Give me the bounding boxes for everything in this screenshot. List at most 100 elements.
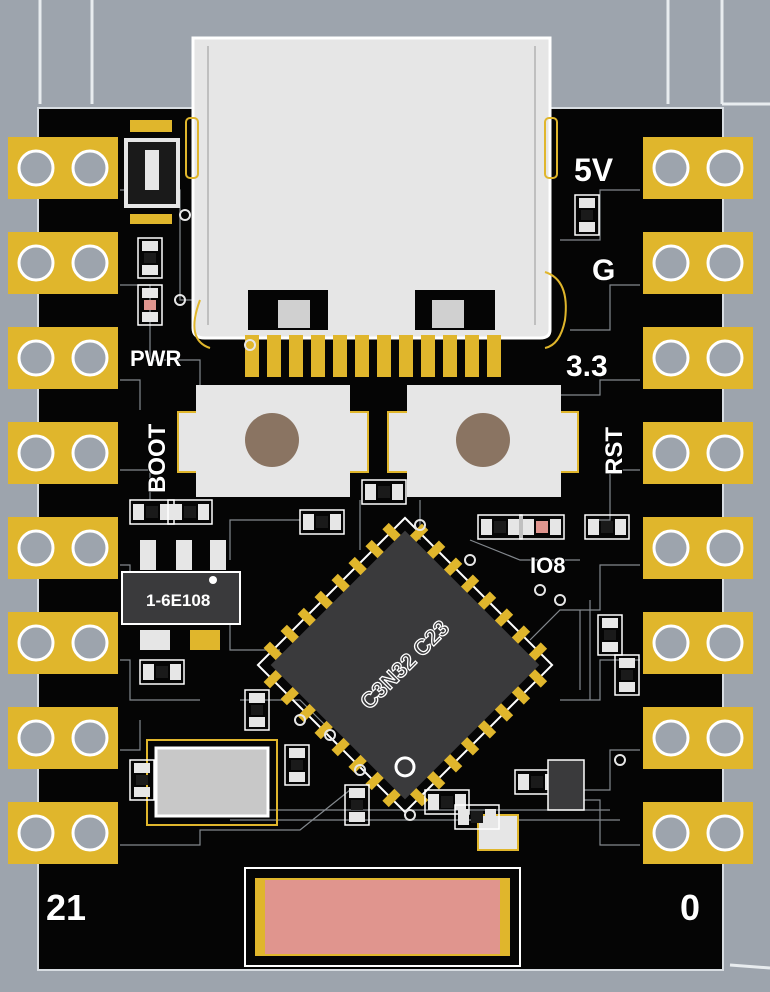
left-pin-pad[interactable] (8, 517, 118, 579)
mcu-pad (494, 702, 514, 722)
via (414, 519, 426, 531)
usb-pin (421, 335, 435, 377)
mcu-pad (382, 522, 402, 542)
smd-passive (137, 284, 163, 326)
smd-passive (129, 759, 155, 801)
mcu-pad (348, 754, 368, 774)
left-pin-pad[interactable] (8, 802, 118, 864)
transistor-icon (547, 759, 585, 811)
regulator-marking: 1-6E108 (146, 591, 210, 610)
left-pin-header (8, 137, 118, 864)
mcu-pad (477, 591, 497, 611)
smd-passive (167, 499, 213, 525)
smd-passive (597, 614, 623, 656)
schottky-diode-icon (124, 120, 180, 224)
right-pin-pad[interactable] (643, 327, 753, 389)
mcu-pad (348, 556, 368, 576)
usb-pin (399, 335, 413, 377)
usb-pin (465, 335, 479, 377)
via (554, 594, 566, 606)
usb-pin (377, 335, 391, 377)
mcu-pad (511, 685, 531, 705)
usb-pin (487, 335, 501, 377)
right-pin-pad[interactable] (643, 422, 753, 484)
via (534, 584, 546, 596)
smd-passive (424, 789, 470, 815)
usb-pin (443, 335, 457, 377)
smd-passive (299, 509, 345, 535)
mcu-pad (297, 607, 317, 627)
smd-passive (284, 744, 310, 786)
right-pin-pad[interactable] (643, 517, 753, 579)
smd-passive (244, 689, 270, 731)
smd-passive (519, 514, 565, 540)
pin-0-label: 0 (680, 887, 700, 928)
right-pin-pad[interactable] (643, 802, 753, 864)
usb-pin-row (245, 335, 501, 377)
mcu-pad (477, 719, 497, 739)
mcu-pad (280, 624, 300, 644)
mcu-pad (314, 590, 334, 610)
5v-label: 5V (574, 152, 614, 188)
right-pin-pad[interactable] (643, 612, 753, 674)
reset-button-icon[interactable] (387, 385, 579, 497)
usb-pin (333, 335, 347, 377)
copper-traces (120, 189, 640, 846)
usb-pin (267, 335, 281, 377)
mcu-pad (382, 788, 402, 808)
usb-pin (355, 335, 369, 377)
usb-c-connector-icon (185, 36, 567, 349)
left-pin-pad[interactable] (8, 612, 118, 674)
mcu-pad (263, 669, 283, 689)
mcu-pad (426, 540, 446, 560)
left-pin-pad[interactable] (8, 422, 118, 484)
smd-passive (454, 804, 500, 830)
3v3-label: 3.3 (566, 350, 608, 383)
mcu-pad (528, 642, 548, 662)
via (404, 809, 416, 821)
mcu-pad (511, 625, 531, 645)
smd-passive (361, 479, 407, 505)
mcu-pad (426, 770, 446, 790)
via (324, 729, 336, 741)
left-pin-pad[interactable] (8, 232, 118, 294)
right-pin-header (643, 137, 753, 864)
right-pin-pad[interactable] (643, 137, 753, 199)
mcu-pad (528, 668, 548, 688)
right-pin-pad[interactable] (643, 232, 753, 294)
mcu-pad (443, 557, 463, 577)
smd-passive (614, 654, 640, 696)
smd-passive (584, 514, 630, 540)
smd-passive (344, 784, 370, 826)
left-pin-pad[interactable] (8, 137, 118, 199)
mcu-pad (331, 737, 351, 757)
via (614, 754, 626, 766)
smd-passive (574, 194, 600, 236)
mcu-pad (263, 641, 283, 661)
mcu-pad (443, 753, 463, 773)
smd-passive (139, 659, 185, 685)
boot-button-icon[interactable] (177, 385, 369, 497)
left-pin-pad[interactable] (8, 327, 118, 389)
rst-label: RST (601, 427, 628, 475)
right-pin-pad[interactable] (643, 707, 753, 769)
smd-passive (477, 514, 523, 540)
left-pin-pad[interactable] (8, 707, 118, 769)
via (179, 209, 191, 221)
mcu-pad (365, 539, 385, 559)
via (244, 339, 256, 351)
via (464, 554, 476, 566)
mcu-pad (460, 574, 480, 594)
io8-label: IO8 (530, 553, 565, 578)
voltage-regulator-icon (121, 540, 241, 650)
gnd-label: G (592, 254, 615, 287)
mcu-pad (331, 573, 351, 593)
mcu-pad (460, 736, 480, 756)
via (174, 294, 186, 306)
smd-passive (137, 237, 163, 279)
mcu-pad (409, 787, 429, 807)
mcu-pad (280, 686, 300, 706)
mcu-pad (494, 608, 514, 628)
